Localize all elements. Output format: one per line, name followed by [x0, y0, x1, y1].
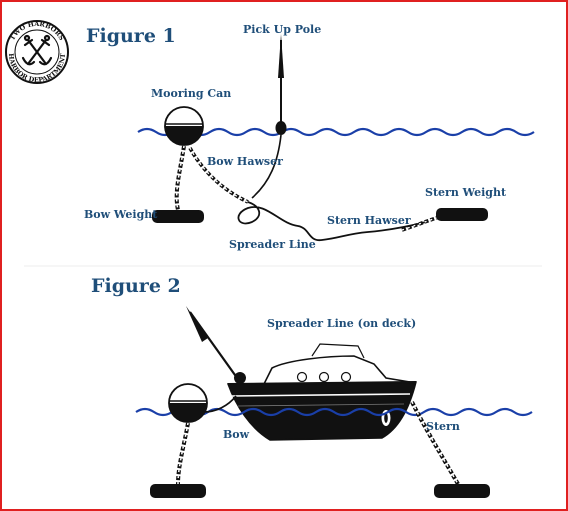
bow-weight-2 [150, 484, 206, 498]
label-stern-hawser: Stern Hawser [327, 214, 411, 227]
pick-up-pole-2 [186, 306, 241, 383]
harbor-department-seal: TWO HARBORS HARBOR DEPARTMENT [5, 20, 69, 84]
bow-weight [152, 210, 204, 223]
boat [226, 343, 417, 441]
label-bow-weight: Bow Weight [84, 208, 158, 221]
mooring-can-1 [164, 106, 204, 146]
stern-weight [436, 208, 488, 221]
stern-weight-2 [434, 484, 490, 498]
label-stern: Stern [426, 420, 460, 433]
label-stern-weight: Stern Weight [425, 186, 507, 199]
label-bow-hawser: Bow Hawser [207, 155, 283, 168]
water-line-1 [137, 127, 535, 137]
figure-1-title: Figure 1 [86, 25, 176, 47]
figure-2-title: Figure 2 [91, 275, 181, 297]
pick-up-pole [251, 34, 287, 199]
label-mooring-can: Mooring Can [151, 87, 231, 100]
stern-hawser-chain [401, 212, 451, 232]
label-spreader-line-on-deck: Spreader Line (on deck) [267, 317, 416, 330]
crossed-anchors-icon [21, 34, 53, 66]
label-spreader-line: Spreader Line [229, 238, 316, 251]
label-bow: Bow [223, 428, 250, 441]
label-pick-up-pole: Pick Up Pole [243, 23, 321, 36]
bow-chain-2 [176, 422, 190, 485]
mooring-can-2 [168, 383, 208, 423]
bow-line [203, 395, 237, 413]
bow-chain-1 [174, 145, 186, 211]
spreader-line-rope [237, 201, 427, 241]
